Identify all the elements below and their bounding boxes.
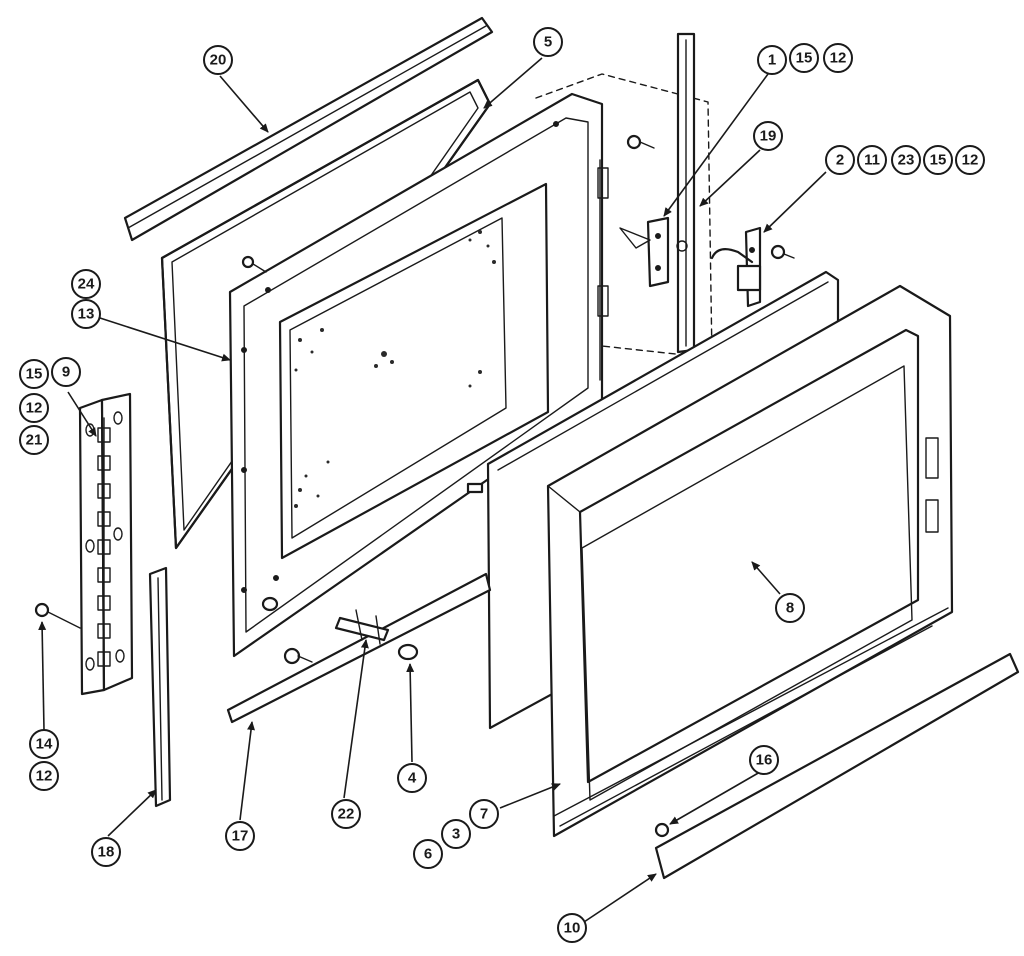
callout-13: 13 (71, 299, 101, 329)
leader-lines (38, 57, 827, 923)
svg-text:1: 1 (768, 52, 776, 69)
hinge-screw (34, 602, 81, 629)
door-hinge (78, 392, 134, 696)
svg-text:23: 23 (898, 152, 915, 169)
svg-text:12: 12 (26, 400, 43, 417)
callout-12: 12 (955, 145, 985, 175)
svg-text:20: 20 (210, 52, 227, 69)
front-door-frame (546, 284, 954, 838)
callout-1: 1 (757, 45, 787, 75)
svg-text:7: 7 (480, 806, 488, 823)
svg-text:2: 2 (836, 152, 844, 169)
svg-text:8: 8 (786, 600, 794, 617)
svg-text:9: 9 (62, 364, 70, 381)
latch-mounting-area (535, 73, 713, 381)
door-bumper (397, 643, 419, 661)
callout-15: 15 (923, 145, 953, 175)
callout-24: 24 (71, 269, 101, 299)
trim-screw (654, 822, 670, 838)
callout-12: 12 (823, 43, 853, 73)
callout-20: 20 (203, 45, 233, 75)
top-trim-strip (123, 16, 494, 242)
hinge-knuckles (97, 427, 111, 667)
callout-12: 12 (19, 393, 49, 423)
callout-6: 6 (413, 839, 443, 869)
callout-22: 22 (331, 799, 361, 829)
svg-text:6: 6 (424, 846, 432, 863)
callout-17: 17 (225, 821, 255, 851)
callout-9: 9 (51, 357, 81, 387)
door-stop-pin (334, 609, 390, 645)
svg-text:15: 15 (796, 50, 813, 67)
window-glass-speckle (294, 230, 496, 508)
callout-12: 12 (29, 761, 59, 791)
callout-4: 4 (397, 763, 427, 793)
svg-text:11: 11 (864, 152, 880, 169)
callout-3: 3 (441, 819, 471, 849)
svg-text:13: 13 (78, 306, 95, 323)
latch-bracket (619, 216, 688, 288)
svg-text:3: 3 (452, 826, 460, 843)
callout-14: 14 (29, 729, 59, 759)
callout-2: 2 (825, 145, 855, 175)
callout-8: 8 (775, 593, 805, 623)
frame-screw (626, 134, 655, 150)
svg-text:24: 24 (78, 276, 95, 293)
svg-text:21: 21 (26, 432, 43, 449)
svg-text:19: 19 (760, 128, 777, 145)
svg-text:17: 17 (232, 828, 249, 845)
callout-10: 10 (557, 913, 587, 943)
panel-stud (261, 482, 484, 612)
side-channel-strip (148, 566, 172, 808)
svg-text:14: 14 (36, 736, 53, 753)
svg-text:22: 22 (338, 806, 355, 823)
svg-text:12: 12 (962, 152, 979, 169)
callout-18: 18 (91, 837, 121, 867)
callout-21: 21 (19, 425, 49, 455)
callout-11: 11 (857, 145, 887, 175)
svg-text:15: 15 (26, 366, 43, 383)
inner-door-panel (228, 92, 604, 658)
callout-15: 15 (789, 43, 819, 73)
svg-text:5: 5 (544, 34, 552, 51)
callout-5: 5 (533, 27, 563, 57)
callout-15: 15 (19, 359, 49, 389)
svg-text:18: 18 (98, 844, 115, 861)
callout-16: 16 (749, 745, 779, 775)
svg-text:10: 10 (564, 920, 581, 937)
bottom-trim (654, 652, 1020, 880)
inner-panel-screw (241, 255, 267, 273)
callout-23: 23 (891, 145, 921, 175)
inner-panel-nut (283, 647, 313, 665)
svg-text:4: 4 (408, 770, 417, 787)
callout-7: 7 (469, 799, 499, 829)
svg-text:15: 15 (930, 152, 947, 169)
hook-latch (710, 226, 795, 308)
callout-19: 19 (753, 121, 783, 151)
svg-text:12: 12 (36, 768, 53, 785)
bottom-seal-strip (226, 572, 492, 724)
svg-text:12: 12 (830, 50, 847, 67)
svg-text:16: 16 (756, 752, 773, 769)
